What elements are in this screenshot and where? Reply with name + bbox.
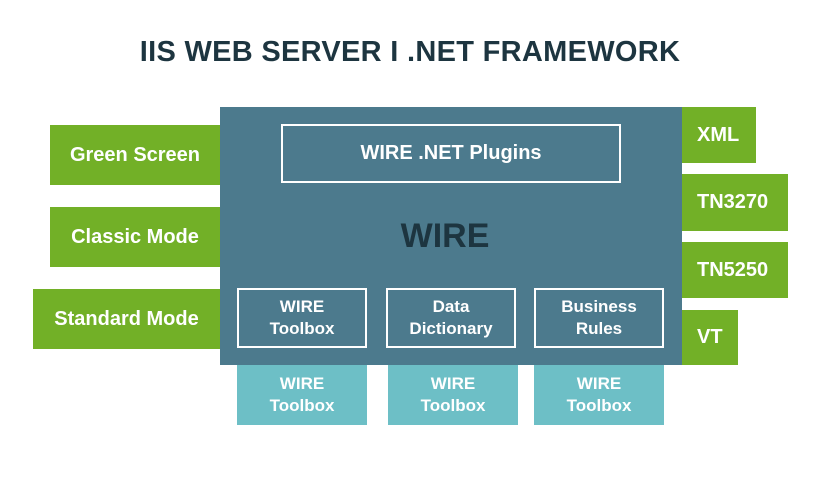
- xml-box: XML: [682, 107, 756, 163]
- wire-net-plugins-box: WIRE .NET Plugins: [281, 124, 621, 183]
- business-rules-module: Business Rules: [534, 288, 664, 348]
- green-screen-box: Green Screen: [50, 125, 220, 185]
- tn3270-box: TN3270: [682, 174, 788, 231]
- bottom-wire-toolbox-3: WIRE Toolbox: [534, 365, 664, 425]
- vt-box: VT: [682, 310, 738, 365]
- wire-core-block: WIRE .NET Plugins WIRE WIRE Toolbox Data…: [220, 107, 682, 365]
- bottom-wire-toolbox-2: WIRE Toolbox: [388, 365, 518, 425]
- diagram-title: IIS WEB SERVER I .NET FRAMEWORK: [139, 36, 681, 68]
- classic-mode-box: Classic Mode: [50, 207, 220, 267]
- data-dictionary-module: Data Dictionary: [386, 288, 516, 348]
- bottom-wire-toolbox-1: WIRE Toolbox: [237, 365, 367, 425]
- wire-toolbox-module: WIRE Toolbox: [237, 288, 367, 348]
- standard-mode-box: Standard Mode: [33, 289, 220, 349]
- tn5250-box: TN5250: [682, 242, 788, 298]
- wire-label: WIRE: [400, 217, 490, 255]
